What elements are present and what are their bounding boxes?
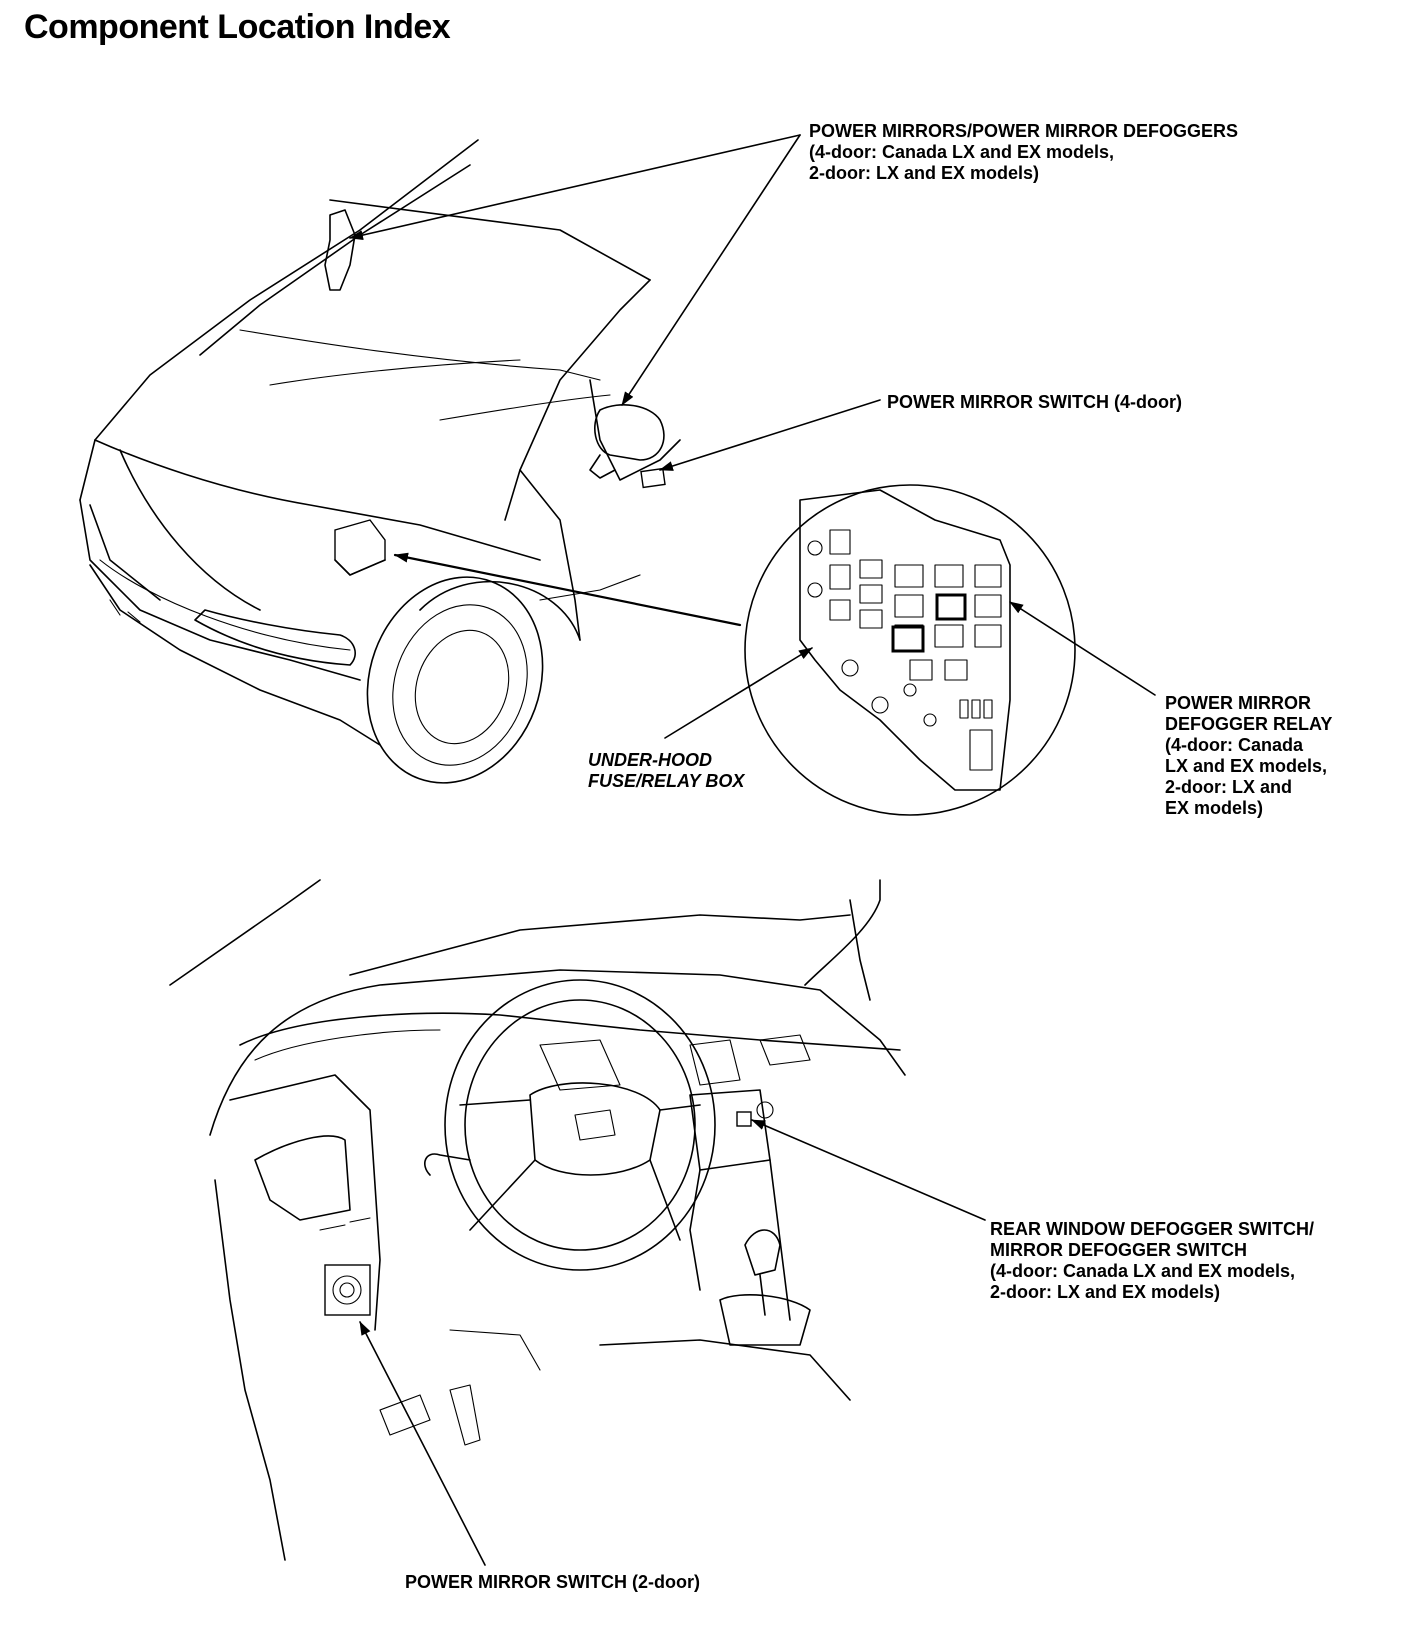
fuse-relay-box-detail — [744, 484, 1076, 816]
car-exterior-drawing — [79, 139, 681, 784]
interior-drawing — [169, 879, 906, 1561]
bottom-leaders — [359, 1119, 986, 1566]
label-under-hood-fuse-relay-box: UNDER-HOOD FUSE/RELAY BOX — [588, 750, 745, 791]
label-power-mirror-switch-2door: POWER MIRROR SWITCH (2-door) — [405, 1572, 700, 1592]
label-power-mirrors: POWER MIRRORS/POWER MIRROR DEFOGGERS (4-… — [809, 121, 1239, 183]
page-title: Component Location Index — [24, 8, 451, 46]
label-power-mirror-defogger-relay: POWER MIRROR DEFOGGER RELAY (4-door: Can… — [1165, 693, 1333, 818]
label-power-mirror-switch-4door: POWER MIRROR SWITCH (4-door) — [887, 392, 1182, 412]
top-leaders — [349, 134, 1156, 739]
label-rear-window-defogger-switch: REAR WINDOW DEFOGGER SWITCH/ MIRROR DEFO… — [990, 1219, 1314, 1302]
